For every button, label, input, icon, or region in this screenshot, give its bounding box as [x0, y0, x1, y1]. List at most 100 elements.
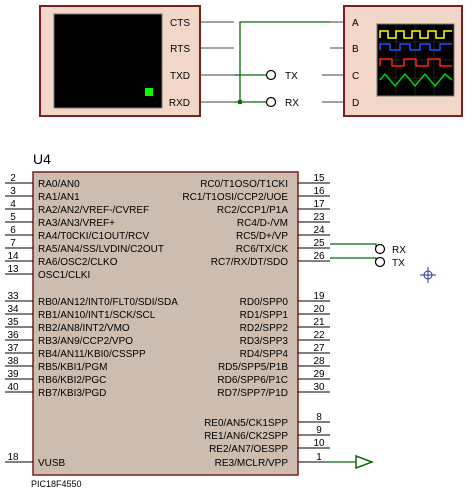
pin-name: RB0/AN12/INT0/FLT0/SDI/SDA	[38, 297, 178, 308]
pin-name: RE3/MCLR/VPP	[215, 458, 289, 469]
mcu-part-number: PIC18F4550	[31, 479, 82, 489]
pin-name: RC1/T1OSI/CCP2/UOE	[182, 192, 288, 203]
mcu-pic18f4550[interactable]: 2RA0/AN03RA1/AN14RA2/AN2/VREF-/CVREF5RA3…	[5, 171, 330, 476]
pin-number: 10	[313, 438, 325, 449]
mcu-tx-port[interactable]	[374, 256, 386, 268]
pin-name: OSC1/CLKI	[38, 270, 90, 281]
mcu-rx-port[interactable]	[374, 243, 386, 255]
pin-number: 3	[10, 186, 16, 197]
pin-name: RA3/AN3/VREF+	[38, 218, 115, 229]
pin-number: 6	[10, 225, 16, 236]
terminal-tx-port[interactable]	[265, 69, 277, 81]
pin-number: 36	[7, 330, 19, 341]
terminal-pin-label-cts: CTS	[170, 18, 190, 29]
crosshair-marker-icon[interactable]	[420, 267, 436, 283]
pin-name: RB7/KBI3/PGD	[38, 388, 106, 399]
power-terminal-icon[interactable]	[355, 454, 375, 470]
wire-rx-to-scope-a[interactable]	[239, 21, 330, 102]
pin-name: RC0/T1OSO/T1CKI	[200, 179, 288, 190]
pin-number: 26	[313, 251, 325, 262]
pin-name: RD2/SPP2	[240, 323, 289, 334]
terminal-rx-port[interactable]	[265, 96, 277, 108]
terminal-tx-port-label: TX	[285, 71, 298, 82]
pin-name: RA2/AN2/VREF-/CVREF	[38, 205, 149, 216]
pin-number: 38	[7, 356, 19, 367]
pin-number: 2	[10, 173, 16, 184]
pin-number: 30	[313, 382, 325, 393]
pin-name: RC2/CCP1/P1A	[217, 205, 288, 216]
pin-number: 4	[10, 199, 16, 210]
pin-name: RB6/KBI2/PGC	[38, 375, 106, 386]
pin-number: 19	[313, 291, 325, 302]
pin-number: 34	[7, 304, 19, 315]
pin-number: 39	[7, 369, 19, 380]
scope-trace-a	[379, 30, 452, 39]
pin-number: 7	[10, 238, 16, 249]
pin-name: RD5/SPP5/P1B	[218, 362, 288, 373]
pin-name: RA0/AN0	[38, 179, 80, 190]
pin-number: 17	[313, 199, 325, 210]
pin-number: 33	[7, 291, 19, 302]
scope-trace-b	[379, 43, 452, 51]
pin-name: VUSB	[38, 458, 66, 469]
pin-name: RB2/AN8/INT2/VMO	[38, 323, 130, 334]
pin-number: 37	[7, 343, 19, 354]
scope-channel-d: D	[352, 98, 359, 109]
pin-name: RD3/SPP3	[240, 336, 289, 347]
terminal-rx-port-label: RX	[285, 98, 299, 109]
oscilloscope[interactable]: A B C D	[343, 5, 463, 117]
wire-rc7-to-tx[interactable]	[330, 257, 377, 262]
pin-name: RA6/OSC2/CLKO	[38, 257, 118, 268]
pin-number: 27	[313, 343, 325, 354]
pin-number: 9	[316, 425, 322, 436]
pin-number: 29	[313, 369, 325, 380]
wire-rc6-to-rx[interactable]	[330, 243, 377, 249]
scope-channel-b: B	[352, 44, 359, 55]
mcu-right-pins: 15RC0/T1OSO/T1CKI16RC1/T1OSI/CCP2/UOE17R…	[182, 173, 330, 469]
terminal-pin-label-txd: TXD	[170, 71, 190, 82]
mcu-rx-port-label: RX	[392, 245, 406, 256]
pin-number: 13	[7, 264, 19, 275]
virtual-terminal[interactable]: CTS RTS TXD RXD	[39, 5, 201, 117]
terminal-pin-label-rxd: RXD	[169, 98, 190, 109]
scope-trace-c	[379, 58, 452, 67]
terminal-pin-label-rts: RTS	[170, 44, 190, 55]
